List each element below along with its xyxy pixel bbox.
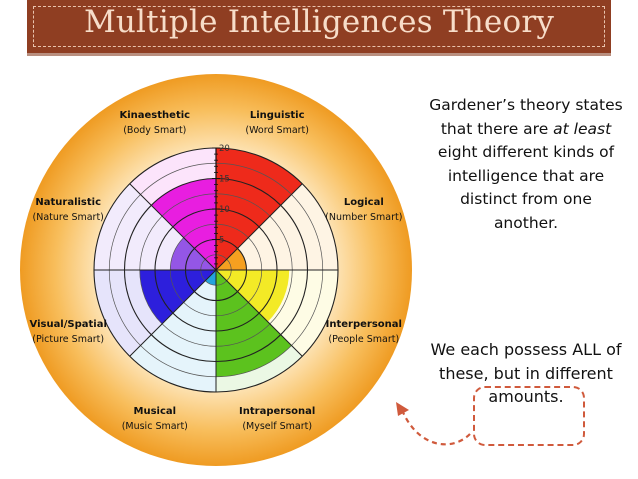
title-banner: Multiple Intelligences Theory xyxy=(27,0,611,56)
sector-level-linguistic xyxy=(216,148,303,270)
sector-level-musical xyxy=(205,270,216,286)
scale-tick-label: 15 xyxy=(219,175,230,185)
label-logical: Logical xyxy=(344,197,384,208)
spoke xyxy=(215,183,303,271)
description-text: Gardener’s theory states that there are … xyxy=(428,94,624,236)
sublabel-interpersonal: (People Smart) xyxy=(328,334,399,345)
scale-tick-label: 20 xyxy=(219,144,230,154)
sector-level-naturalistic xyxy=(170,237,216,270)
wheel-spokes xyxy=(94,148,338,392)
label-naturalistic: Naturalistic xyxy=(35,197,101,208)
label-interpersonal: Interpersonal xyxy=(326,319,402,330)
wheel-scale: 5 10 15 20 xyxy=(212,144,230,270)
sublabel-intrapersonal: (Myself Smart) xyxy=(242,421,312,432)
label-kinaesthetic: Kinaesthetic xyxy=(119,110,190,121)
sublabel-kinaesthetic: (Body Smart) xyxy=(123,125,186,136)
scale-tick-label: 10 xyxy=(219,205,230,215)
sector-level-interpersonal xyxy=(216,270,290,322)
sector-level-intrapersonal xyxy=(216,270,292,377)
highlight-box xyxy=(473,386,585,446)
sublabel-visual-spatial: (Picture Smart) xyxy=(32,334,104,345)
page-title: Multiple Intelligences Theory xyxy=(83,4,555,40)
desc-part-2: eight different kinds of intelligence th… xyxy=(437,143,615,232)
scale-tick-label: 5 xyxy=(219,236,224,246)
wheel-level-sectors xyxy=(139,148,303,377)
wheel-labels: Linguistic (Word Smart) Logical (Number Sma… xyxy=(30,110,403,432)
label-linguistic: Linguistic xyxy=(250,110,305,121)
curved-arrow xyxy=(396,402,471,446)
sublabel-naturalistic: (Nature Smart) xyxy=(33,212,104,223)
spoke xyxy=(215,269,303,357)
spoke xyxy=(129,269,217,357)
sublabel-linguistic: (Word Smart) xyxy=(245,125,309,136)
title-dashed-border xyxy=(33,6,605,47)
sector-bg-musical xyxy=(129,270,216,392)
sector-level-logical xyxy=(216,248,247,270)
note-text: We each possess ALL of these, but in dif… xyxy=(430,340,622,407)
label-visual-spatial: Visual/Spatial xyxy=(30,319,107,330)
sector-level-visual-spatial xyxy=(139,270,216,324)
desc-emphasis: at least xyxy=(553,119,612,138)
sector-bg-logical xyxy=(216,183,338,270)
desc-part-1: Gardener’s theory states that there are xyxy=(429,96,623,138)
sector-level-kinaesthetic xyxy=(151,178,216,270)
sublabel-musical: (Music Smart) xyxy=(122,421,188,432)
spoke xyxy=(129,183,217,271)
label-intrapersonal: Intrapersonal xyxy=(239,406,315,417)
sublabel-logical: (Number Smart) xyxy=(325,212,402,223)
label-musical: Musical xyxy=(134,406,177,417)
